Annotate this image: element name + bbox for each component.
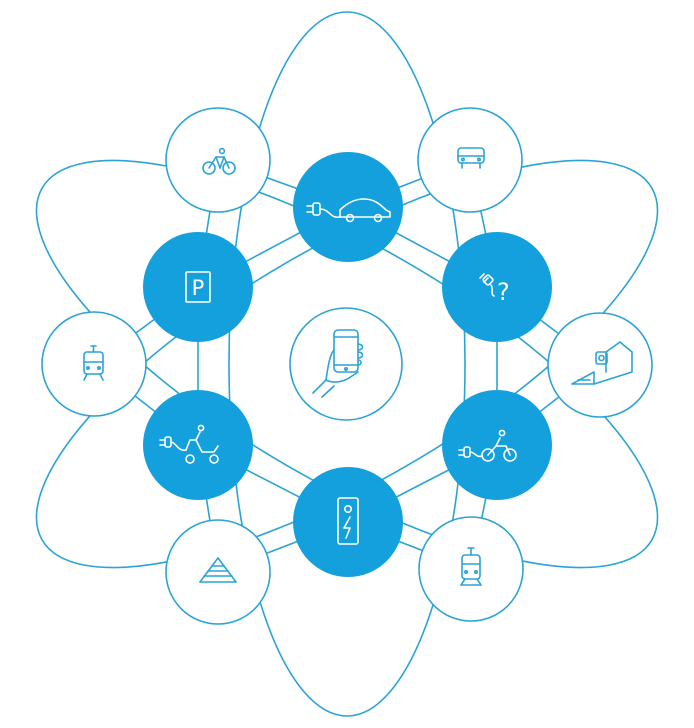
plug-question-icon [479,273,495,297]
outline-ellipse-vertical [228,11,466,717]
railway-track-node [165,519,271,625]
tram-node [418,516,524,622]
charging-station-icon [337,497,359,545]
plug-question-node-circle [442,232,552,342]
outline-ellipse-diagonal-a [35,159,659,569]
parking-node: P [143,232,253,342]
parking-node-circle [143,232,253,342]
plug-question-glyph: ? [497,278,510,306]
electric-car-plug-icon [306,198,391,223]
outline-ellipse-diagonal-b [35,159,659,569]
electric-car-node-circle [293,152,403,262]
charging-station-node [293,467,403,577]
center-node [289,307,403,421]
center-node-circle [289,307,403,421]
home-garage-charging-icon [571,341,633,385]
railway-track-icon [199,557,237,583]
car-front-icon [457,147,485,169]
parking-sign-icon [185,271,211,303]
bicycle-icon [202,147,236,175]
home-charging-node-circle [547,312,653,418]
parking-glyph: P [192,276,205,300]
outer-outline-group [35,11,659,717]
home-charging-node [547,312,653,418]
hand-holding-smartphone-icon [312,329,364,398]
bicycle-node-circle [165,107,271,213]
train-icon [83,345,104,381]
train-node [41,311,147,417]
car-node-circle [417,107,523,213]
electric-scooter-icon [159,424,219,464]
bicycle-node [165,107,271,213]
tram-node-circle [418,516,524,622]
electric-motorcycle-icon [458,429,517,462]
train-node-circle [41,311,147,417]
plug-question-node: ? [442,232,552,342]
railway-track-node-circle [165,519,271,625]
electric-scooter-node [143,390,253,500]
tram-icon [460,547,482,586]
electric-motorcycle-node [442,390,552,500]
car-node [417,107,523,213]
electric-car-node [293,152,403,262]
